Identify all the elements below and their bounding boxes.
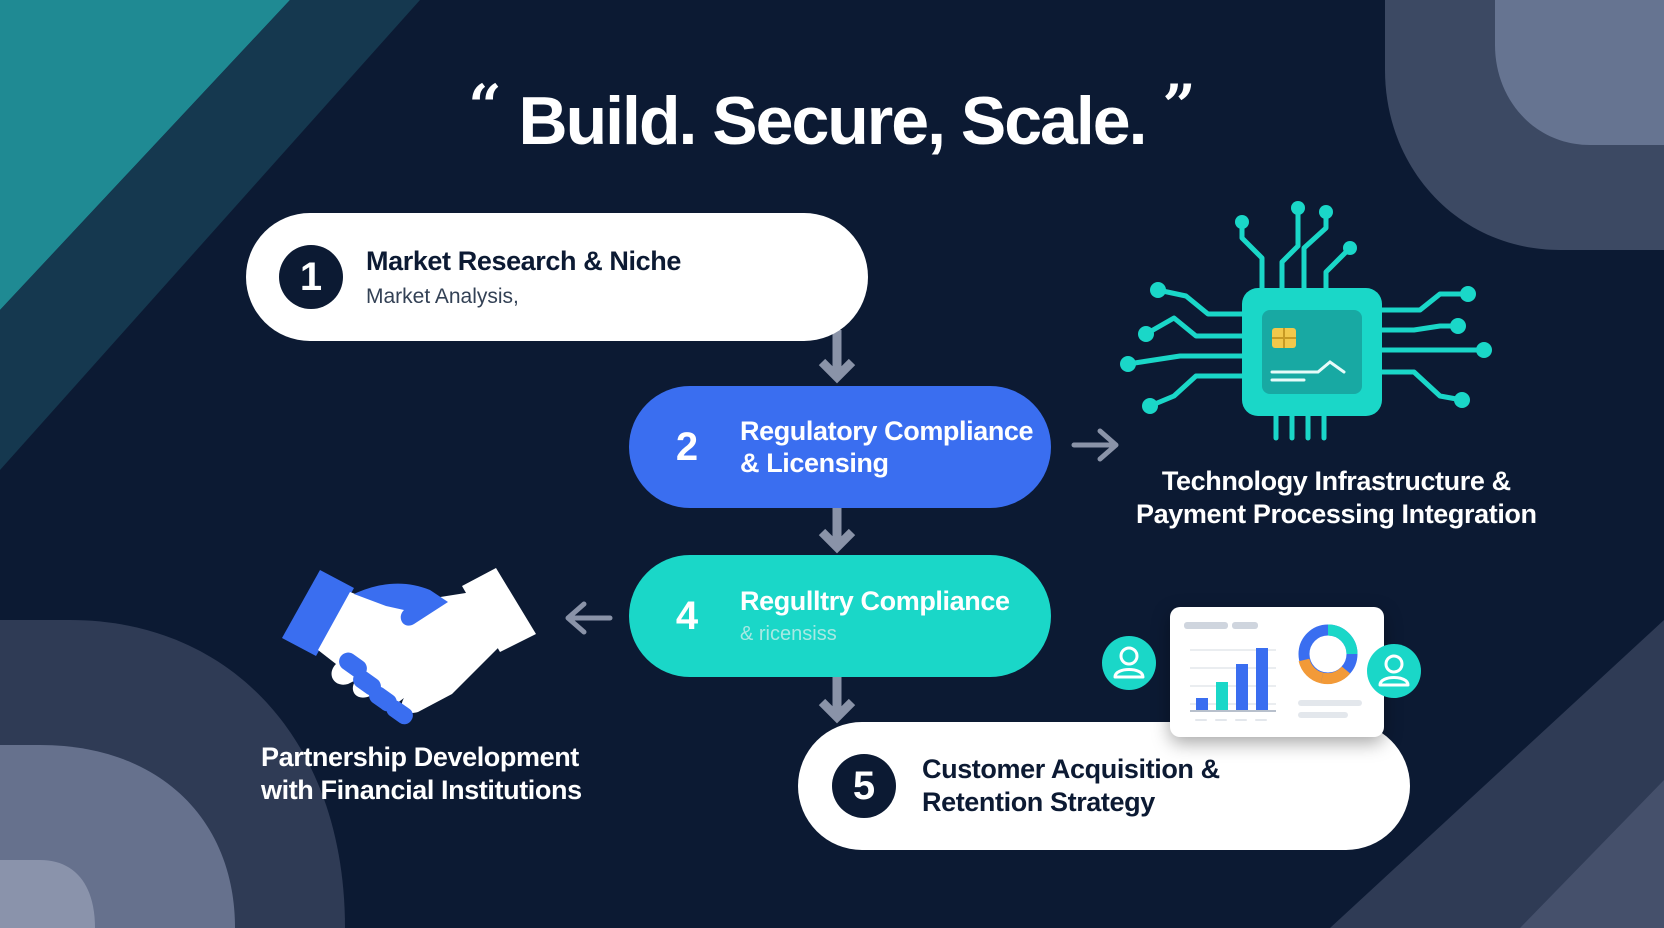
step-5-number: 5 (832, 754, 896, 818)
step-4-number: 4 (675, 593, 699, 638)
headline: “ Build. Secure, Scale. ” (0, 72, 1664, 160)
step-4-pill: 4 Regulltry Compliance & ricensiss (629, 555, 1051, 677)
step-1-subtitle: Market Analysis, (366, 284, 519, 308)
step-5-pill: 5 Customer Acquisition & Retention Strat… (798, 722, 1410, 850)
step-4-subtitle: & ricensiss (740, 623, 837, 645)
close-quote-mark: ” (1162, 72, 1196, 140)
technology-label-line1: Technology Infrastructure & (1161, 466, 1511, 496)
partnership-label: Partnership Development with Financial I… (261, 741, 582, 807)
step-2-pill: 2 Regulatory Compliance & Licensing (629, 386, 1051, 508)
step-1-pill: 1 Market Research & Niche Market Analysi… (246, 213, 868, 341)
partnership-label-line1: Partnership Development (261, 742, 579, 772)
partnership-label-line2: with Financial Institutions (261, 775, 582, 805)
step-1-title: Market Research & Niche (366, 245, 681, 276)
step-2-title-line1: Regulatory Compliance (740, 416, 1034, 446)
step-5-title-line1: Customer Acquisition & (922, 754, 1220, 784)
step-1-number: 1 (279, 245, 343, 309)
technology-label: Technology Infrastructure & Payment Proc… (1136, 465, 1537, 531)
step-2-title-line2: & Licensing (740, 448, 889, 478)
open-quote-mark: “ (468, 72, 502, 140)
technology-label-line2: Payment Processing Integration (1136, 499, 1537, 529)
analytics-dashboard-icon (1170, 607, 1384, 737)
headline-text: Build. Secure, Scale. (518, 83, 1148, 159)
step-5-title-line2: Retention Strategy (922, 787, 1155, 817)
step-4-title: Regulltry Compliance (740, 586, 1010, 616)
step-2-number: 2 (675, 424, 699, 469)
